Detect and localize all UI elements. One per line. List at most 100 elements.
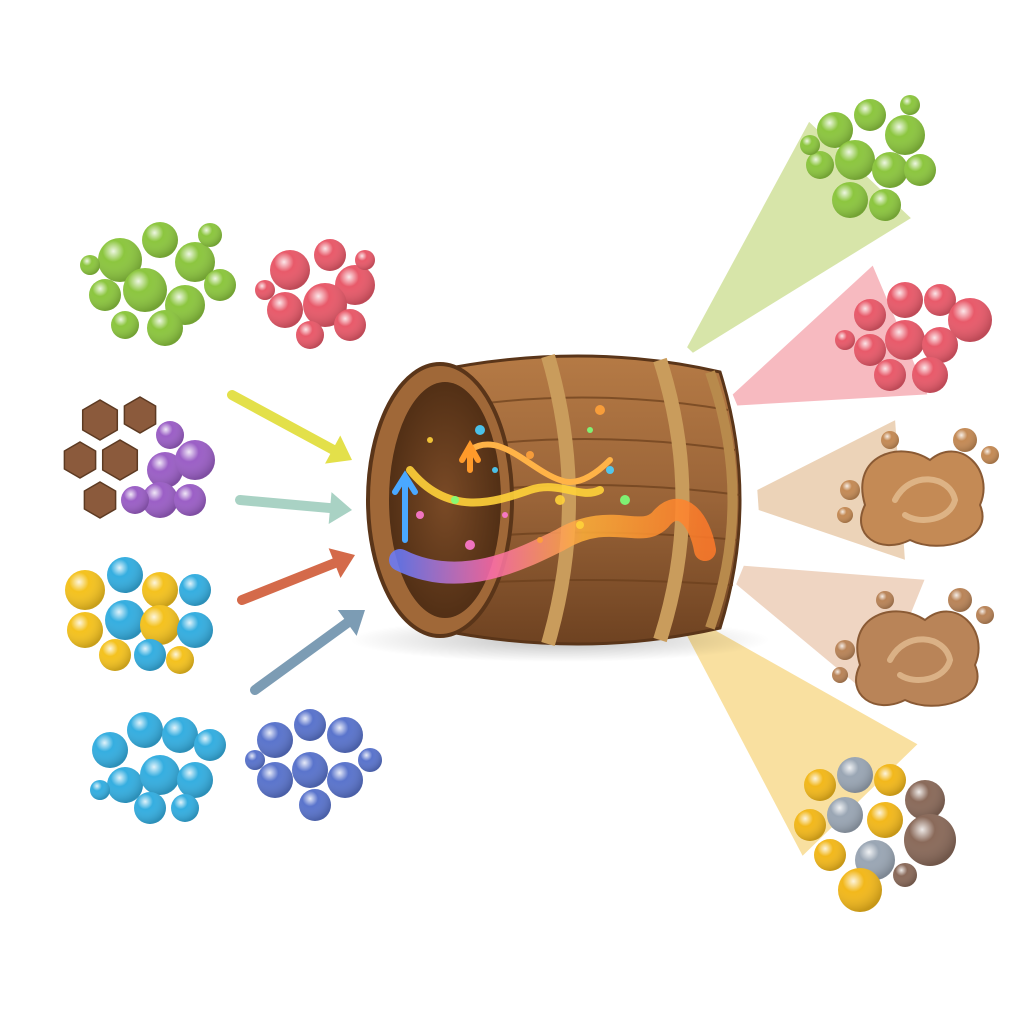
molecule-ball <box>838 868 882 912</box>
molecule-ball <box>166 646 194 674</box>
droplet <box>976 606 994 624</box>
molecule-ball <box>335 265 375 305</box>
sparkle <box>451 496 459 504</box>
brown-purple-cluster <box>63 396 215 519</box>
molecule-ball <box>874 359 906 391</box>
molecule-ball <box>303 283 347 327</box>
molecule-ball <box>869 189 901 221</box>
arrow-yellow <box>227 390 352 464</box>
molecule-ball <box>358 748 382 772</box>
molecule-ball <box>107 557 143 593</box>
molecule-ball <box>893 863 917 887</box>
molecule-ball <box>174 484 206 516</box>
molecule-ball <box>800 135 820 155</box>
molecule-ball <box>912 357 948 393</box>
molecule-ball <box>140 755 180 795</box>
droplet <box>837 507 853 523</box>
molecule-ball <box>140 605 180 645</box>
output-tan <box>837 428 999 547</box>
molecule-ball <box>837 757 873 793</box>
molecule-ball <box>99 639 131 671</box>
output-beige <box>832 588 994 707</box>
molecule-ball <box>65 570 105 610</box>
molecule-ball <box>245 750 265 770</box>
molecule-ball <box>327 717 363 753</box>
sparkle <box>555 495 565 505</box>
molecule-ball <box>105 600 145 640</box>
sparkle <box>427 437 433 443</box>
sparkle <box>492 467 498 473</box>
barrel-hoop-3 <box>705 370 738 630</box>
input-arrows <box>227 390 365 695</box>
molecule-ball <box>832 182 868 218</box>
hex-molecule <box>123 396 157 434</box>
molecule-ball <box>270 250 310 290</box>
molecule-ball <box>257 722 293 758</box>
molecule-clusters <box>63 95 999 912</box>
droplet <box>881 431 899 449</box>
molecule-ball <box>835 330 855 350</box>
barrel-icon <box>350 354 770 662</box>
droplet <box>832 667 848 683</box>
molecule-ball <box>867 802 903 838</box>
output-gold <box>794 757 956 912</box>
sparkle <box>587 427 593 433</box>
sparkle <box>576 521 584 529</box>
sparkle <box>620 495 630 505</box>
molecule-ball <box>835 140 875 180</box>
sparkle <box>502 512 508 518</box>
molecule-ball <box>194 729 226 761</box>
molecule-ball <box>142 572 178 608</box>
molecule-ball <box>111 311 139 339</box>
molecule-ball <box>355 250 375 270</box>
cyan-cluster <box>90 712 226 824</box>
molecule-ball <box>107 767 143 803</box>
molecule-ball <box>162 717 198 753</box>
molecule-ball <box>142 222 178 258</box>
molecule-ball <box>874 764 906 796</box>
arrow-slate <box>250 610 365 695</box>
caramel-blob <box>855 610 980 707</box>
molecule-ball <box>292 752 328 788</box>
molecule-ball <box>854 299 886 331</box>
molecule-ball <box>156 421 184 449</box>
molecule-ball <box>872 152 908 188</box>
molecule-ball <box>885 320 925 360</box>
molecule-ball <box>854 99 886 131</box>
molecule-ball <box>89 279 121 311</box>
molecule-ball <box>127 712 163 748</box>
molecule-ball <box>92 732 128 768</box>
molecule-ball <box>267 292 303 328</box>
molecule-ball <box>885 115 925 155</box>
molecule-ball <box>67 612 103 648</box>
sparkle <box>595 405 605 415</box>
molecule-ball <box>804 769 836 801</box>
barrel-hoop-1 <box>541 354 576 646</box>
arrow-orange <box>237 548 355 605</box>
sparkles <box>416 405 630 550</box>
sparkle <box>526 451 534 459</box>
molecule-ball <box>98 238 142 282</box>
hex-molecule <box>101 439 139 481</box>
molecule-ball <box>904 154 936 186</box>
swirl-arrow-orange <box>459 439 481 473</box>
molecule-ball <box>142 482 178 518</box>
molecule-ball <box>924 284 956 316</box>
molecule-ball <box>299 789 331 821</box>
sparkle <box>606 466 614 474</box>
molecule-ball <box>817 112 853 148</box>
molecule-ball <box>922 327 958 363</box>
molecule-ball <box>296 321 324 349</box>
droplet <box>948 588 972 612</box>
molecule-ball <box>904 814 956 866</box>
flavor-swirl-2 <box>406 466 604 507</box>
hex-molecule <box>81 399 119 441</box>
droplet <box>876 591 894 609</box>
molecule-ball <box>257 762 293 798</box>
sparkle <box>537 537 543 543</box>
molecule-ball <box>794 809 826 841</box>
red-cluster <box>255 239 375 349</box>
molecule-ball <box>314 239 346 271</box>
